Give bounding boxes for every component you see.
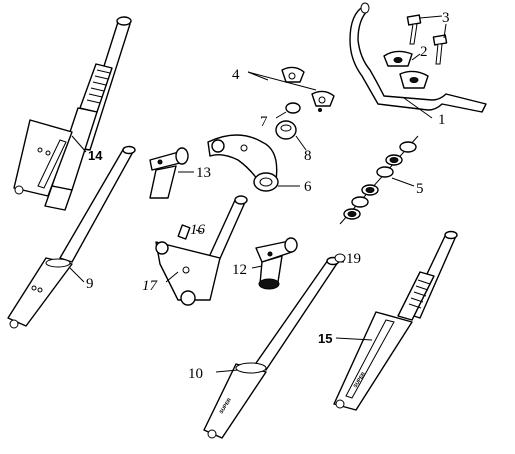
callout-1: 1 [438,112,446,128]
bracket-12 [251,237,298,290]
cap-7 [275,102,301,119]
clamp-bracket-13 [149,147,194,199]
callout-4: 4 [232,67,240,83]
nut-8 [275,120,307,151]
callout-12: 12 [232,262,247,278]
fork-leg-9 [7,145,136,329]
bolts-3 [406,14,448,65]
callout-3: 3 [442,10,450,26]
callout-6: 6 [304,179,312,195]
handlebar-clamp-4 [247,66,335,112]
triple-clamp-6 [207,134,300,192]
callout-8: 8 [304,148,312,164]
cap-19 [334,253,346,263]
callout-15: 15 [318,331,332,346]
callout-7: 7 [260,114,268,130]
bearing-set-5 [339,135,419,225]
callout-14: 14 [88,148,103,163]
callout-16: 16 [190,222,206,238]
callout-5: 5 [416,181,424,197]
steering-stem-16-17 [155,195,248,306]
handlebar-1 [349,2,487,119]
fork-leg-with-gaiter-14 [13,16,132,211]
callout-9: 9 [86,276,94,292]
fork-leg-with-gaiter-15: SUPER [333,230,458,411]
callout-19: 19 [346,251,361,267]
callout-2: 2 [420,44,428,60]
callout-13: 13 [196,165,211,181]
fork-leg-10: SUPER [203,256,344,439]
callout-17: 17 [142,278,159,294]
upper-clamp-2 [383,50,429,89]
callout-10: 10 [188,366,203,382]
